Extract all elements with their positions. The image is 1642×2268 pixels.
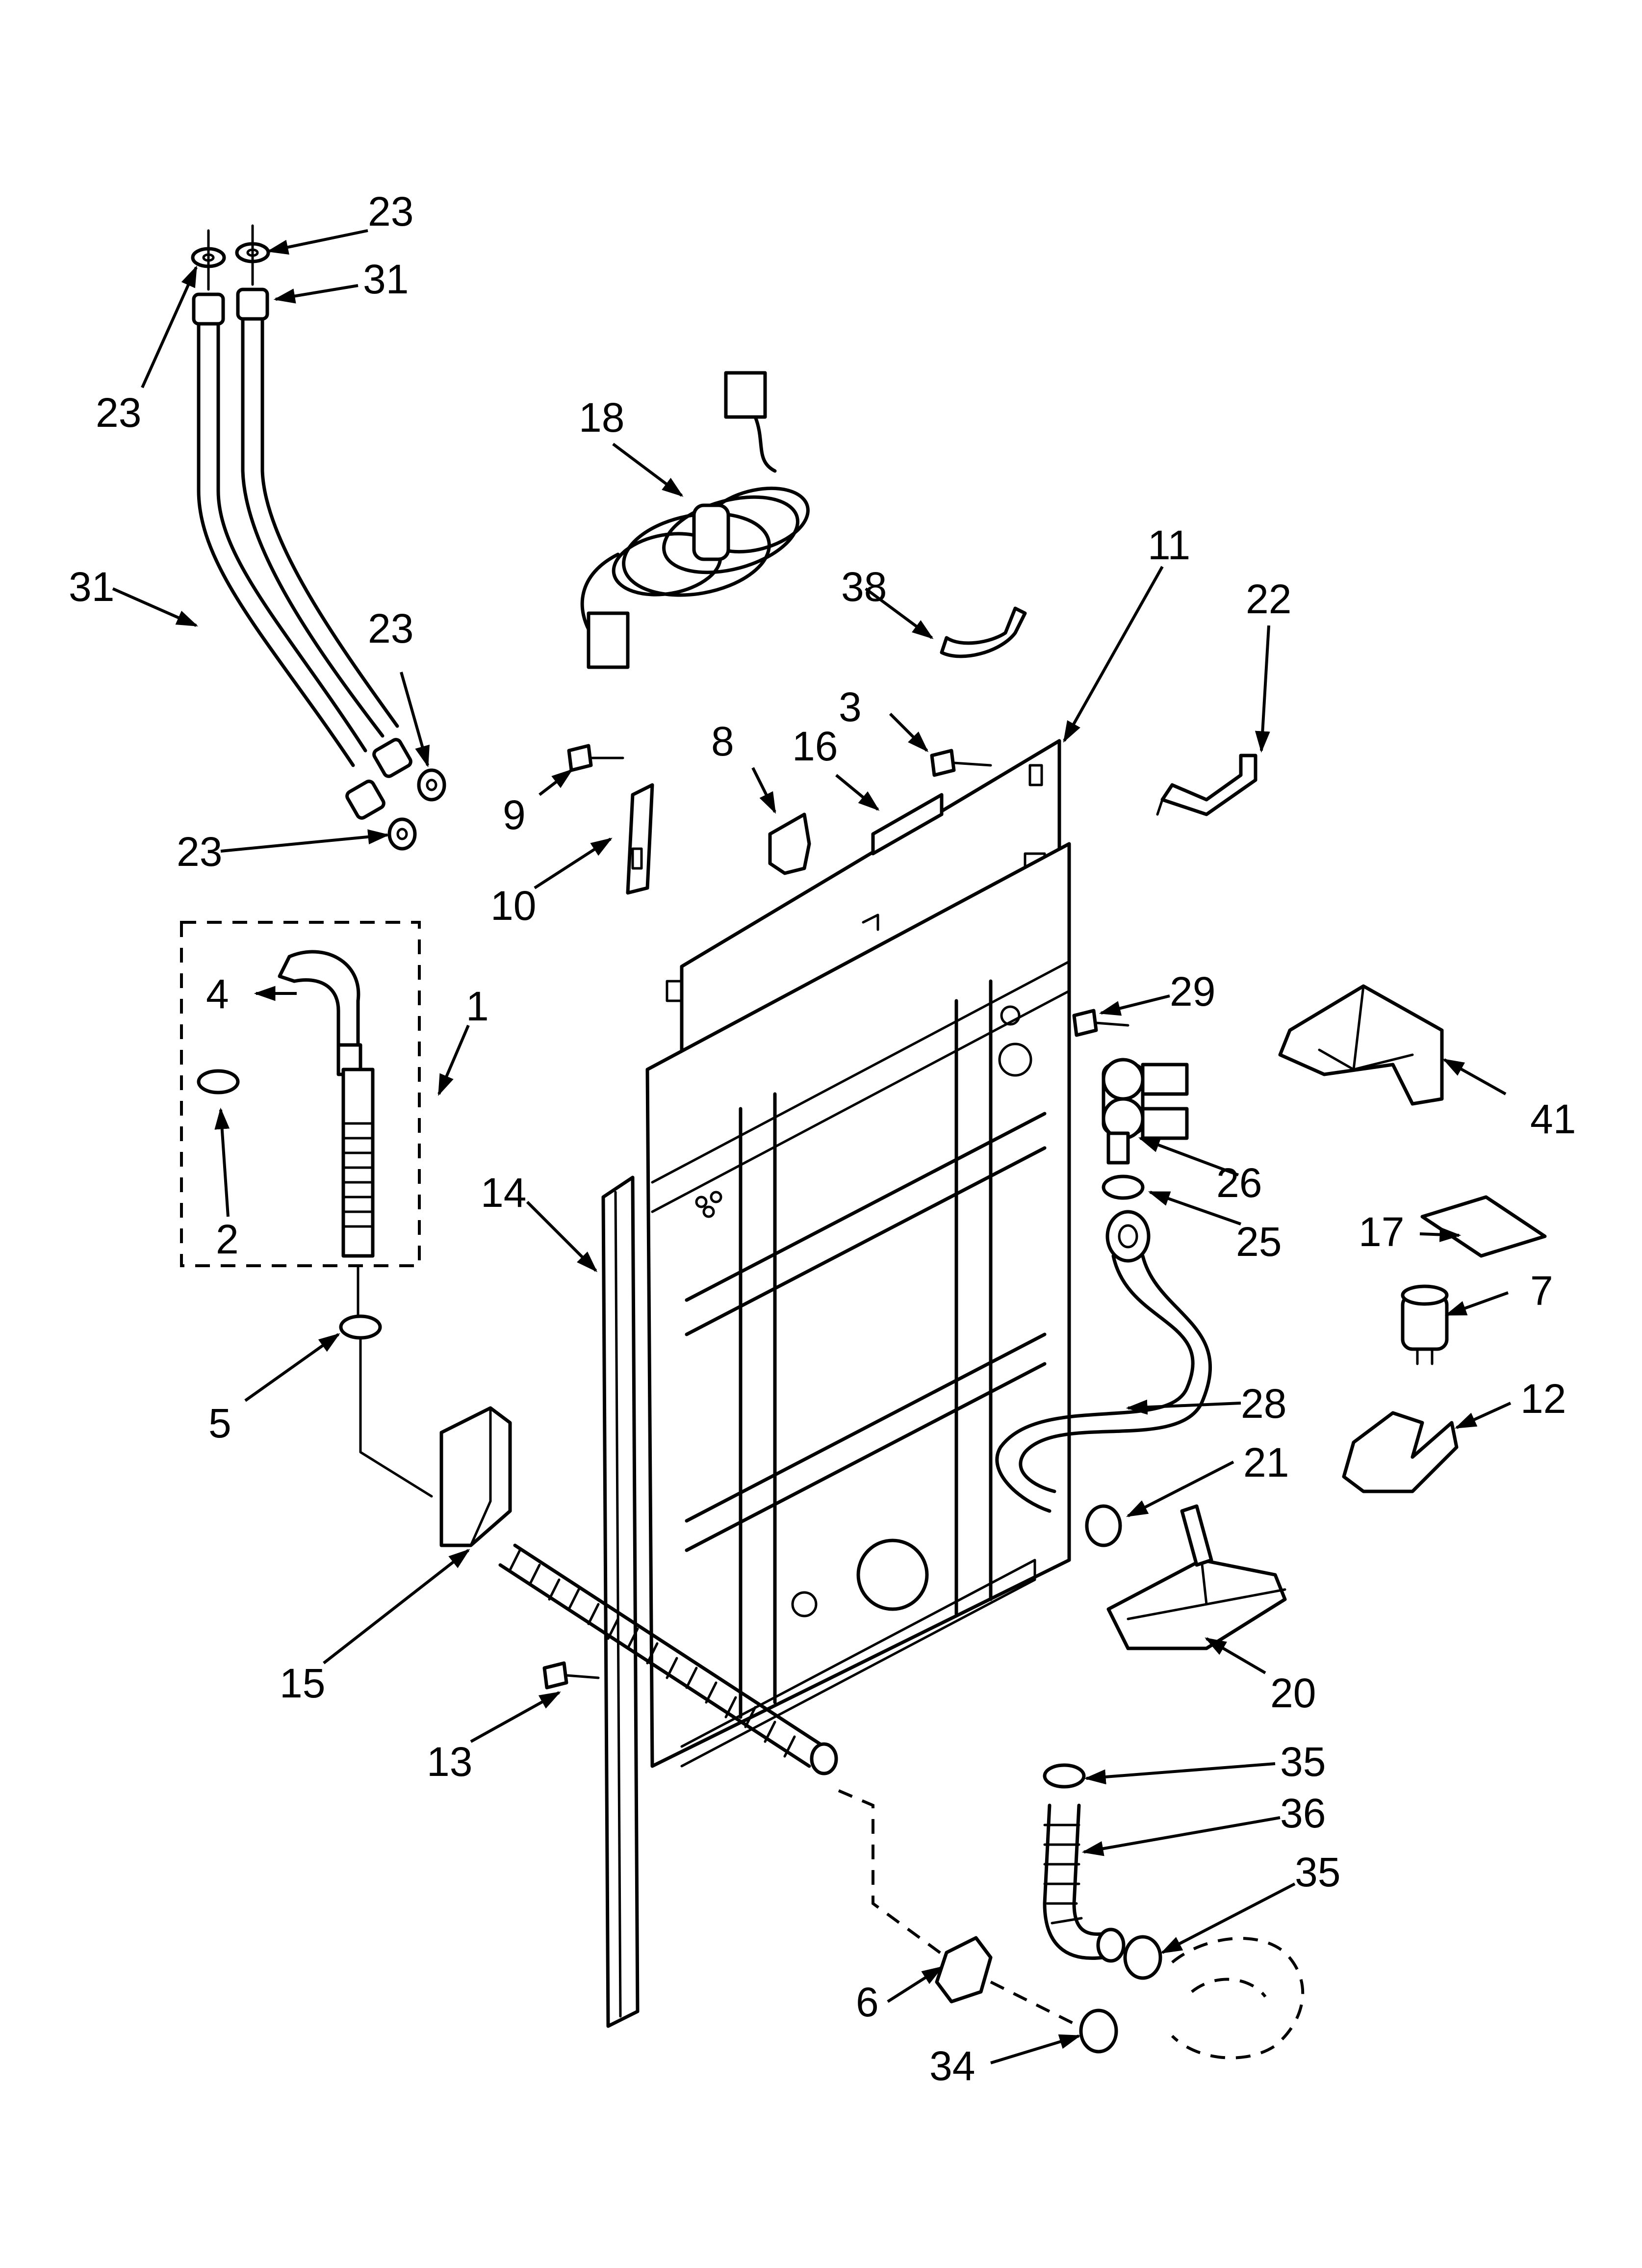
callout-23-mid: 23: [368, 605, 413, 652]
callout-28: 28: [1241, 1381, 1286, 1427]
hose-coupling-lower-2: [345, 780, 385, 820]
hose-clamp-35-top: [1043, 1763, 1086, 1789]
callout-31-top: 31: [363, 256, 409, 302]
callout-labels: 23 23 31 31 23 23 18 38 11 22 3 8 16 9 1…: [69, 188, 1576, 2089]
hose-coupling-left: [192, 292, 225, 326]
back-panel: [645, 739, 1071, 1768]
side-rail-14: [601, 1175, 640, 2028]
callout-14: 14: [481, 1170, 526, 1216]
dispenser-20: [1106, 1504, 1287, 1650]
inlet-hose-left: [197, 312, 355, 767]
callout-20: 20: [1270, 1670, 1316, 1716]
callout-21: 21: [1243, 1439, 1289, 1486]
standpipe-extension: [341, 1068, 375, 1258]
hose-hook: [287, 950, 360, 1057]
power-cord: [580, 371, 810, 669]
callout-8: 8: [711, 718, 734, 764]
drain-hose-36: [1043, 1763, 1305, 2059]
drain-hose-15: [439, 1406, 838, 1775]
callout-16: 16: [792, 723, 838, 769]
hose-clamp-2: [197, 1069, 240, 1095]
label-17: [1420, 1195, 1547, 1258]
callout-25: 25: [1236, 1219, 1282, 1265]
callout-10: 10: [490, 883, 536, 929]
callout-23-lower: 23: [177, 829, 222, 875]
callout-9: 9: [503, 792, 526, 838]
callout-15: 15: [280, 1660, 325, 1706]
callout-13: 13: [427, 1739, 472, 1785]
callout-26: 26: [1216, 1160, 1262, 1206]
callout-12: 12: [1520, 1376, 1566, 1422]
hose-coupling-right: [236, 287, 269, 321]
hardware: [542, 744, 1129, 2033]
hose-coupling-lower-1: [372, 738, 412, 778]
callout-38: 38: [841, 564, 887, 610]
washer-lower-1: [417, 768, 446, 802]
standpipe-kit: [180, 921, 433, 1498]
callout-4: 4: [206, 971, 229, 1017]
callout-34: 34: [929, 2043, 975, 2089]
capacitor-7: [1401, 1284, 1449, 1365]
callout-35-bottom: 35: [1295, 1849, 1340, 1895]
callout-2: 2: [216, 1216, 239, 1262]
callout-leaders: [112, 229, 1512, 2064]
callout-7: 7: [1530, 1268, 1553, 1314]
inlet-hose-right: [241, 312, 385, 738]
callout-17: 17: [1359, 1209, 1404, 1255]
callout-11: 11: [1148, 522, 1190, 568]
washer-lower-2: [387, 817, 417, 851]
hose-clamp-21: [1085, 1504, 1122, 1547]
hose-clamp-34: [1079, 2008, 1118, 2054]
callout-23-left: 23: [96, 390, 141, 436]
callout-3: 3: [839, 684, 862, 730]
callout-41: 41: [1530, 1096, 1576, 1142]
bracket-12: [1342, 1411, 1459, 1493]
callout-5: 5: [208, 1400, 231, 1446]
callout-1: 1: [466, 983, 489, 1029]
hose-clamp-5: [339, 1314, 382, 1340]
water-valve: [995, 1058, 1212, 1547]
callout-29: 29: [1170, 968, 1215, 1015]
clip-38: [940, 606, 1027, 658]
callout-22: 22: [1246, 576, 1291, 622]
callout-35-top: 35: [1280, 1739, 1326, 1785]
hose-clamp-25: [1102, 1174, 1145, 1200]
callout-18: 18: [579, 394, 624, 441]
callout-36: 36: [1280, 1790, 1326, 1836]
callout-31-left: 31: [69, 564, 114, 610]
hose-clamp-35-bottom: [1123, 1935, 1162, 1980]
inlet-hose-assembly: [191, 224, 446, 851]
callout-6: 6: [856, 1979, 879, 2025]
tray-41: [1278, 984, 1444, 1106]
bracket-22: [1156, 754, 1257, 816]
callout-23-top: 23: [368, 188, 413, 235]
